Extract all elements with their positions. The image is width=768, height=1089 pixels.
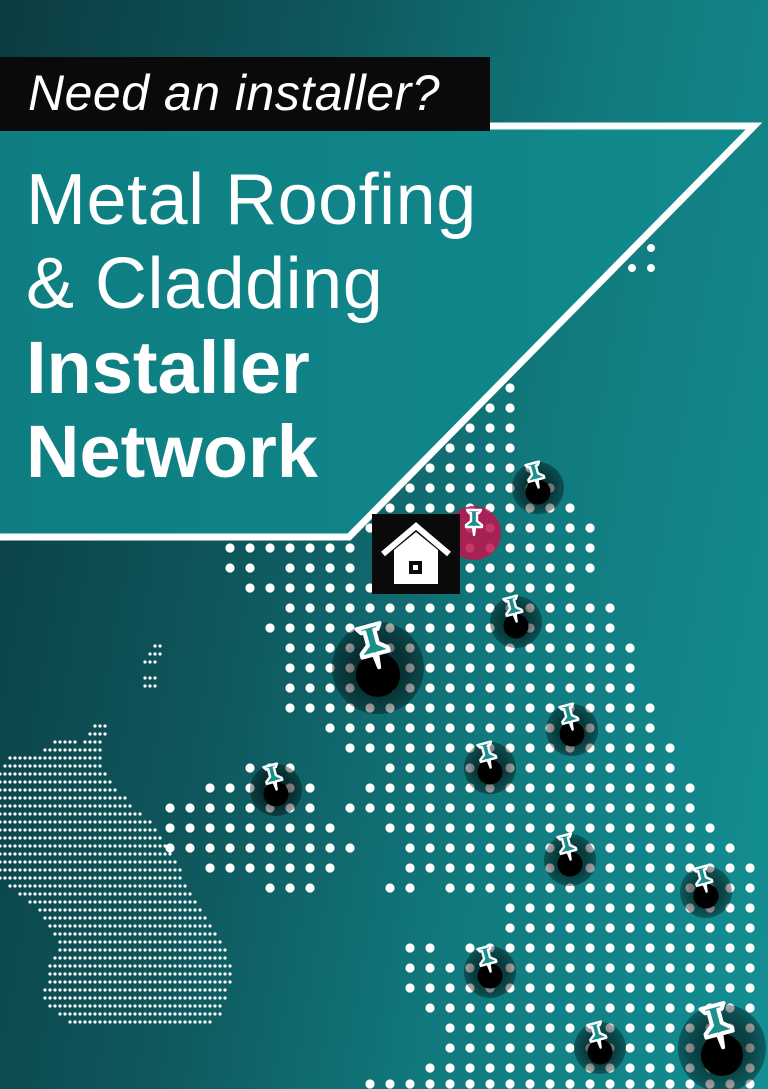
title-line-1: Metal Roofing bbox=[26, 160, 477, 240]
push-pin-icon bbox=[680, 864, 732, 918]
push-pin-icon bbox=[490, 594, 542, 648]
home-marker bbox=[372, 506, 501, 594]
push-pin-icon bbox=[546, 702, 598, 756]
house-icon bbox=[381, 522, 451, 584]
push-pin-icon bbox=[464, 740, 516, 794]
push-pin-icon bbox=[250, 762, 302, 816]
title-line-3: Installer bbox=[26, 326, 310, 409]
tagline-text: Need an installer? bbox=[28, 65, 441, 121]
title-line-2: & Cladding bbox=[26, 244, 384, 324]
push-pin-icon bbox=[678, 1003, 766, 1089]
push-pin-icon bbox=[512, 460, 564, 514]
push-pin-icon bbox=[332, 622, 424, 714]
mini-uk-dot-map bbox=[0, 644, 232, 1024]
push-pin-icon bbox=[544, 832, 596, 886]
installer-pins bbox=[250, 460, 766, 1089]
push-pin-icon bbox=[464, 944, 516, 998]
panel-dot-cluster bbox=[628, 244, 655, 272]
push-pin-icon bbox=[574, 1020, 626, 1074]
tagline-banner bbox=[0, 57, 490, 131]
title-panel bbox=[0, 128, 752, 535]
title-line-4: Network bbox=[26, 410, 318, 493]
